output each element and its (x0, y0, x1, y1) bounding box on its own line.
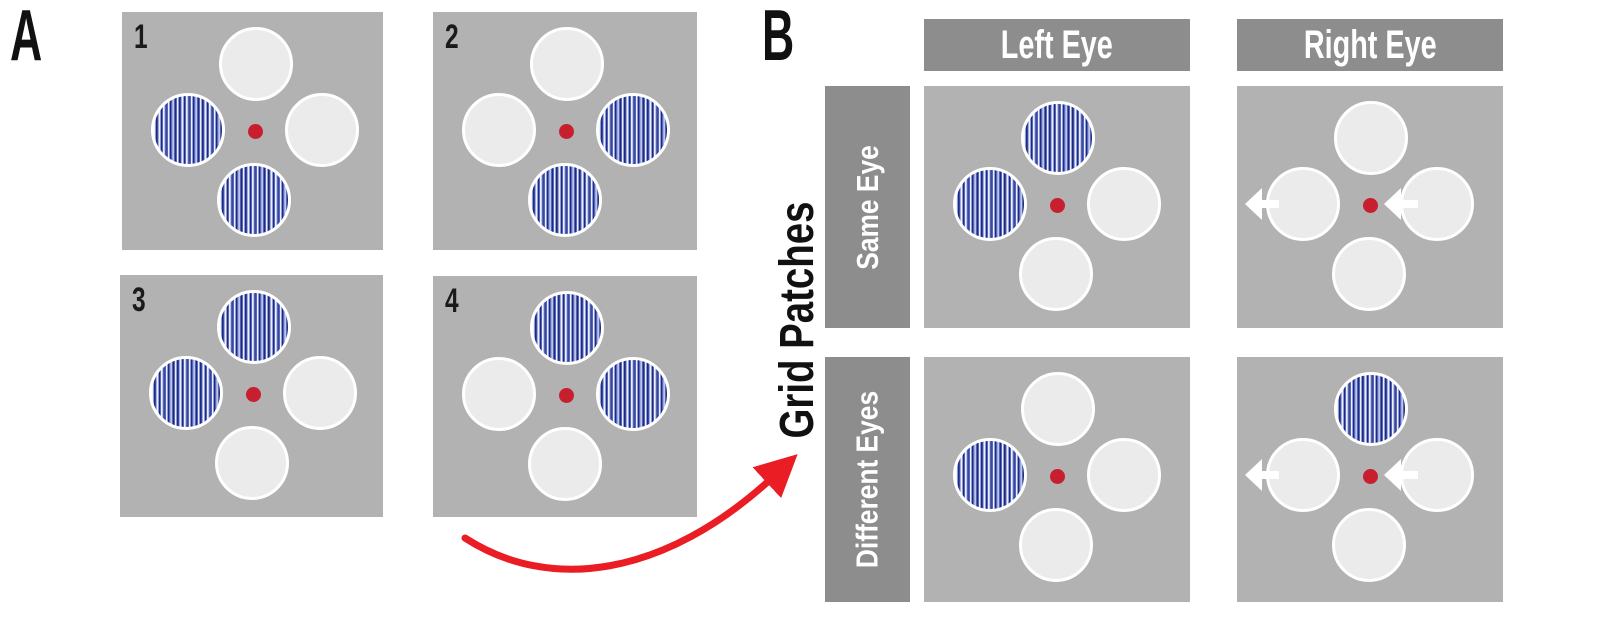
fixation-dot (1050, 469, 1065, 484)
blank-patch-right (1087, 438, 1161, 512)
arrow-stem (1261, 200, 1279, 208)
panel-b-label: B (762, 0, 794, 76)
square-number-3: 3 (132, 281, 146, 319)
row-header-different-eyes: Different Eyes (825, 357, 910, 602)
blank-patch-left (462, 357, 536, 431)
panel-a-label: A (10, 0, 42, 76)
fixation-dot (246, 387, 261, 402)
blank-patch-right (1087, 167, 1161, 241)
row-header-same-eye-label: Same Eye (850, 144, 885, 270)
blank-patch-left (462, 93, 536, 167)
square-number-4: 4 (445, 282, 459, 320)
cell-same-eye-right-eye (1237, 86, 1503, 328)
square-number-2: 2 (445, 18, 459, 56)
cell-different-eyes-right-eye (1237, 357, 1503, 602)
column-header-left-eye-label: Left Eye (1000, 23, 1114, 67)
blank-patch-bottom (1019, 508, 1093, 582)
fixation-dot (1363, 198, 1378, 213)
blank-patch-top (219, 27, 293, 101)
row-header-same-eye: Same Eye (825, 86, 910, 328)
grating-patch-right (596, 357, 670, 431)
grating-patch-bottom (217, 163, 291, 237)
fixation-dot (559, 124, 574, 139)
stimulus-square-3: 3 (120, 275, 383, 517)
blank-patch-bottom (528, 427, 602, 501)
blank-patch-bottom (1332, 508, 1406, 582)
arrowhead (1245, 459, 1262, 491)
grating-patch-top (1021, 101, 1095, 175)
arrowhead (1245, 188, 1262, 220)
cue-arrow-left-icon-1 (1245, 188, 1281, 220)
fixation-dot (559, 388, 574, 403)
arrow-stem (1400, 471, 1418, 479)
column-header-left-eye: Left Eye (924, 19, 1190, 71)
grating-patch-top (217, 290, 291, 364)
arrowhead (1384, 188, 1401, 220)
cue-arrow-left-icon-2 (1384, 459, 1420, 491)
stimulus-square-2: 2 (433, 12, 697, 250)
stimulus-square-4: 4 (433, 276, 697, 517)
row-header-different-eyes-label: Different Eyes (850, 390, 885, 569)
grating-patch-bottom (528, 163, 602, 237)
blank-patch-bottom (1019, 237, 1093, 311)
grating-patch-top (1334, 372, 1408, 446)
grating-patch-top (530, 291, 604, 365)
flow-arrow (461, 454, 798, 573)
cell-same-eye-left-eye (924, 86, 1190, 328)
square-number-1: 1 (134, 18, 148, 56)
fixation-dot (1363, 469, 1378, 484)
column-header-right-eye: Right Eye (1237, 19, 1503, 71)
blank-patch-top (1334, 101, 1408, 175)
cue-arrow-left-icon-2 (1384, 188, 1420, 220)
cue-arrow-left-icon-1 (1245, 459, 1281, 491)
stimulus-square-1: 1 (122, 12, 383, 250)
column-header-right-eye-label: Right Eye (1303, 23, 1437, 67)
arrowhead (1384, 459, 1401, 491)
blank-patch-right (285, 93, 359, 167)
blank-patch-right (283, 356, 357, 430)
cell-different-eyes-left-eye (924, 357, 1190, 602)
arrow-stem (1261, 471, 1279, 479)
fixation-dot (248, 124, 263, 139)
grating-patch-left (953, 167, 1027, 241)
blank-patch-top (530, 27, 604, 101)
fixation-dot (1050, 198, 1065, 213)
blank-patch-bottom (1332, 237, 1406, 311)
grating-patch-left (149, 356, 223, 430)
grating-patch-right (596, 93, 670, 167)
blank-patch-top (1021, 372, 1095, 446)
row-axis-label: Grid Patches (771, 201, 825, 439)
grating-patch-left (953, 438, 1027, 512)
arrow-stem (1400, 200, 1418, 208)
blank-patch-bottom (215, 426, 289, 500)
grating-patch-left (151, 93, 225, 167)
